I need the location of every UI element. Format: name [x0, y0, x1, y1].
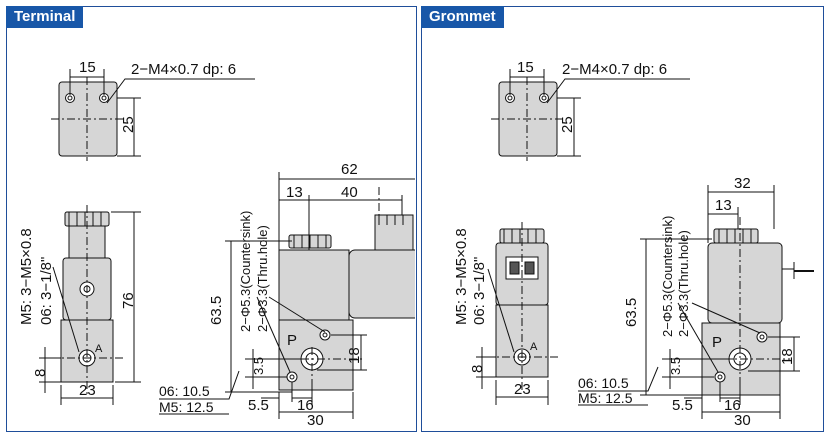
panel-title-terminal: Terminal [6, 6, 84, 28]
grommet-side-view [476, 222, 558, 405]
grommet-top-height-dim: 25 [559, 116, 576, 133]
terminal-front-note-06: 06: 10.5 [159, 383, 210, 399]
grommet-front-dim-13: 13 [715, 197, 732, 214]
grommet-side-port-note-1: M5: 3−M5×0.8 [453, 228, 470, 325]
terminal-side-port-note-2: 06: 3−1/8" [38, 257, 55, 325]
grommet-front-hole-note-1: 2−Φ5.3(Countersink) [660, 216, 675, 337]
panel-title-grommet: Grommet [421, 6, 504, 28]
terminal-front-dim-5-5: 5.5 [248, 397, 269, 414]
terminal-front-dim-18: 18 [346, 347, 363, 364]
terminal-front-port-p: P [287, 332, 297, 349]
terminal-front-height-dim: 63.5 [208, 296, 225, 325]
grommet-front-overall-dim: 32 [734, 175, 751, 192]
grommet-front-hole-note-2: 2−Φ3.3(Thru.hole) [676, 230, 691, 337]
grommet-side-port-note-2: 06: 3−1/8" [471, 257, 488, 325]
terminal-top-height-dim: 25 [120, 116, 137, 133]
grommet-side-port-a: A [530, 341, 538, 353]
grommet-front-dim-16: 16 [724, 397, 741, 414]
terminal-side-width-dim: 23 [79, 382, 96, 399]
grommet-front-dim-18: 18 [779, 348, 796, 365]
terminal-side-port-a: A [95, 343, 103, 355]
terminal-front-dim-30: 30 [307, 412, 324, 429]
terminal-drawing: 15 2−M4×0.7 dp: 6 25 M5: 3−M5×0.8 06: 3−… [18, 59, 415, 429]
terminal-top-view [51, 69, 255, 161]
terminal-front-dim-16: 16 [297, 397, 314, 414]
terminal-front-dim-3-5: 3.5 [251, 357, 266, 375]
grommet-front-note-m5: M5: 12.5 [578, 390, 633, 406]
grommet-front-dim-30: 30 [734, 412, 751, 429]
terminal-side-height-dim: 76 [120, 292, 137, 309]
terminal-side-bottom-dim: 8 [32, 369, 49, 377]
terminal-front-dim-40: 40 [341, 184, 358, 201]
grommet-side-bottom-dim: 8 [469, 365, 486, 373]
grommet-drawing: 15 2−M4×0.7 dp: 6 25 M5: 3−M5×0.8 06: 3−… [453, 59, 814, 429]
terminal-front-view [159, 172, 415, 419]
grommet-panel: Grommet [421, 6, 824, 432]
grommet-top-thread-note: 2−M4×0.7 dp: 6 [562, 61, 667, 78]
terminal-side-port-note-1: M5: 3−M5×0.8 [18, 228, 35, 325]
grommet-side-width-dim: 23 [514, 381, 531, 398]
grommet-front-height-dim: 63.5 [623, 298, 640, 327]
terminal-front-hole-note-1: 2−Φ5.3(Countersink) [238, 211, 253, 332]
grommet-top-width-dim: 15 [517, 59, 534, 76]
grommet-front-port-p: P [712, 334, 722, 351]
grommet-front-view [578, 185, 814, 419]
grommet-front-note-06: 06: 10.5 [578, 375, 629, 391]
terminal-side-view [39, 205, 141, 405]
terminal-front-dim-13: 13 [286, 184, 303, 201]
grommet-front-dim-3-5: 3.5 [668, 357, 683, 375]
terminal-top-width-dim: 15 [79, 59, 96, 76]
grommet-top-view [491, 69, 690, 161]
terminal-front-hole-note-2: 2−Φ3.3(Thru.hole) [255, 225, 270, 332]
terminal-top-thread-note: 2−M4×0.7 dp: 6 [131, 61, 236, 78]
terminal-panel: Terminal [6, 6, 417, 432]
grommet-front-dim-5-5: 5.5 [672, 397, 693, 414]
terminal-front-note-m5: M5: 12.5 [159, 399, 214, 415]
terminal-front-overall-dim: 62 [341, 161, 358, 178]
